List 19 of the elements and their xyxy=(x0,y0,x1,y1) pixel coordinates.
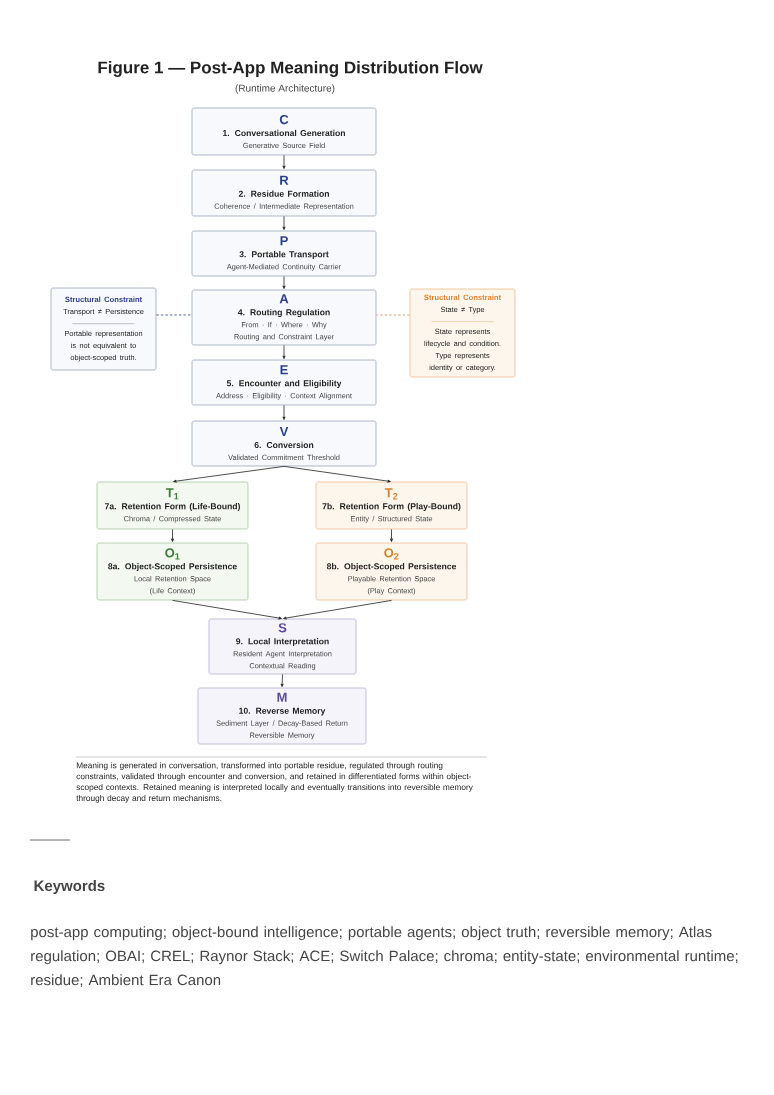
subtitle: (Runtime Architecture) xyxy=(235,84,335,94)
keyword-list: post-app computing; object-bound intelligence; portable agents; object truth; reversible memory; Atlas regulation; OBAI; CREL; Raynor Stack; ACE; Switch Palace; chroma; entity-state; environmental runtime; residue; Ambient Era Canon xyxy=(31,926,738,987)
figure-title: Figure 1 — Post-App Meaning Distribution Flow xyxy=(98,61,483,77)
leader-line xyxy=(375,314,411,316)
arrow xyxy=(390,528,393,542)
arrow xyxy=(282,154,286,169)
arrow xyxy=(282,404,286,420)
arrow xyxy=(173,465,285,483)
arrow xyxy=(283,599,392,620)
arrow xyxy=(280,673,284,687)
arrow xyxy=(171,528,174,542)
section-heading: Keywords xyxy=(34,880,105,894)
arrow xyxy=(282,275,286,289)
leader-line xyxy=(155,314,193,316)
arrow xyxy=(282,344,286,359)
arrow xyxy=(172,599,282,620)
arrow xyxy=(283,465,391,483)
arrow xyxy=(282,215,286,230)
caption: Meaning is generated in conversation, transformed into portable residue, regulated through routing constraints, validated through encounter and conversion, and retained in differentiated forms within object-scoped contexts. Retained meaning is interpreted locally and eventually transitions into reversible memory through decay and return mechanisms. xyxy=(76,762,473,803)
